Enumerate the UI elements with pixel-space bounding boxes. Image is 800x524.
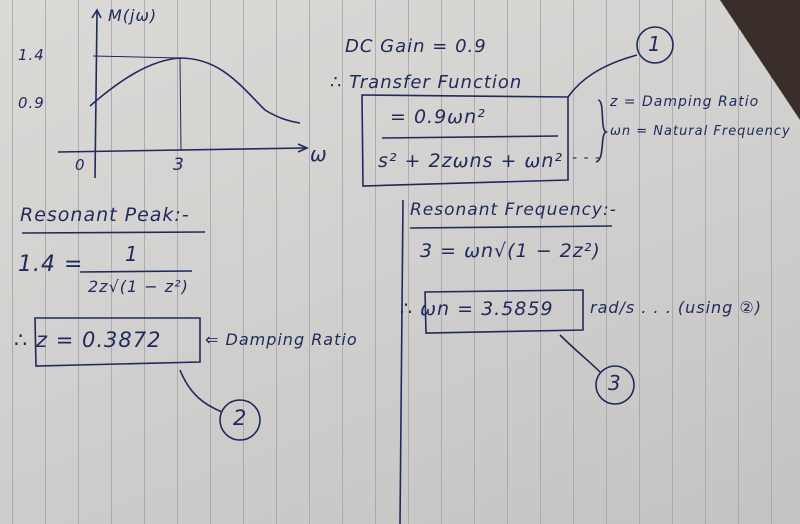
- ruled-line: [375, 0, 376, 524]
- tag-1-pointer: [567, 54, 638, 98]
- ruled-line: [738, 0, 739, 524]
- ruled-line: [45, 0, 46, 524]
- x-axis-arrow: [297, 143, 309, 153]
- transfer-function-heading: ∴ Transfer Function: [330, 72, 523, 93]
- magnitude-curve: [89, 57, 301, 124]
- peak-equation-lhs: 1.4 =: [18, 252, 84, 277]
- ruled-line: [243, 0, 244, 524]
- ruled-line: [177, 0, 178, 524]
- ruled-line: [540, 0, 541, 524]
- ruled-line: [309, 0, 310, 524]
- y-axis-arrow: [91, 8, 102, 19]
- wn-result-note: rad/s . . . (using ②): [590, 298, 762, 317]
- peak-numerator: 1: [125, 242, 139, 266]
- ruled-line: [144, 0, 145, 524]
- tag-3: 3: [608, 371, 622, 395]
- table-corner: [720, 0, 800, 120]
- fraction-bar: [381, 135, 559, 139]
- wn-result: ∴ ωn = 3.5859: [400, 298, 554, 320]
- legend-natural-frequency: ωn = Natural Frequency: [610, 124, 791, 139]
- ruled-line: [441, 0, 442, 524]
- x-tick-3: 3: [173, 155, 185, 175]
- transfer-function-box: [361, 94, 569, 187]
- peak-fraction-bar: [79, 270, 193, 273]
- ruled-line: [474, 0, 475, 524]
- peak-denominator: 2z√(1 − z²): [88, 277, 189, 296]
- ruled-line: [507, 0, 508, 524]
- tag-2-circle: [219, 399, 261, 441]
- ruled-line: [12, 0, 13, 524]
- ruled-line: [408, 0, 409, 524]
- ruled-line: [210, 0, 211, 524]
- y-tick-0-9: 0.9: [18, 94, 45, 112]
- tag-2-pointer: [179, 369, 223, 413]
- ruled-line: [111, 0, 112, 524]
- ruled-line: [771, 0, 772, 524]
- tag-1-circle: [636, 26, 674, 64]
- y-axis: [94, 11, 98, 179]
- ruled-line: [705, 0, 706, 524]
- y-axis-label: M(jω): [108, 6, 158, 25]
- ruled-line: [639, 0, 640, 524]
- ruled-line: [606, 0, 607, 524]
- resonant-guide-line: [179, 57, 182, 151]
- tf-dots: - - -: [572, 150, 602, 166]
- legend-brace: [595, 99, 609, 163]
- ruled-line: [573, 0, 574, 524]
- legend-damping: z = Damping Ratio: [610, 94, 760, 110]
- z-result-note: ⇐ Damping Ratio: [205, 330, 358, 349]
- x-tick-0: 0: [75, 156, 86, 174]
- tag-3-circle: [595, 365, 635, 405]
- tag-2: 2: [233, 406, 248, 430]
- ruled-line: [276, 0, 277, 524]
- dc-gain: DC Gain = 0.9: [345, 36, 487, 57]
- wn-result-box: [424, 289, 584, 334]
- z-result: ∴ z = 0.3872: [14, 328, 162, 352]
- freq-equation: 3 = ωn√(1 − 2z²): [420, 240, 601, 262]
- resonant-peak-heading: Resonant Peak:-: [20, 204, 190, 226]
- z-result-box: [34, 317, 201, 367]
- ruled-line: [342, 0, 343, 524]
- y-tick-1-4: 1.4: [18, 46, 45, 64]
- tag-3-pointer: [559, 334, 601, 373]
- tf-numerator: = 0.9ωn²: [390, 106, 486, 128]
- column-divider: [399, 199, 404, 524]
- resonant-frequency-heading: Resonant Frequency:-: [410, 200, 617, 220]
- freq-heading-underline: [409, 225, 613, 229]
- ruled-line: [672, 0, 673, 524]
- peak-heading-underline: [21, 231, 206, 234]
- tf-denominator: s² + 2zωns + ωn²: [378, 150, 563, 172]
- tag-1: 1: [648, 32, 662, 56]
- peak-guide-line: [92, 55, 181, 59]
- ruled-line: [78, 0, 79, 524]
- x-axis-label: ω: [310, 142, 328, 166]
- x-axis: [57, 147, 306, 153]
